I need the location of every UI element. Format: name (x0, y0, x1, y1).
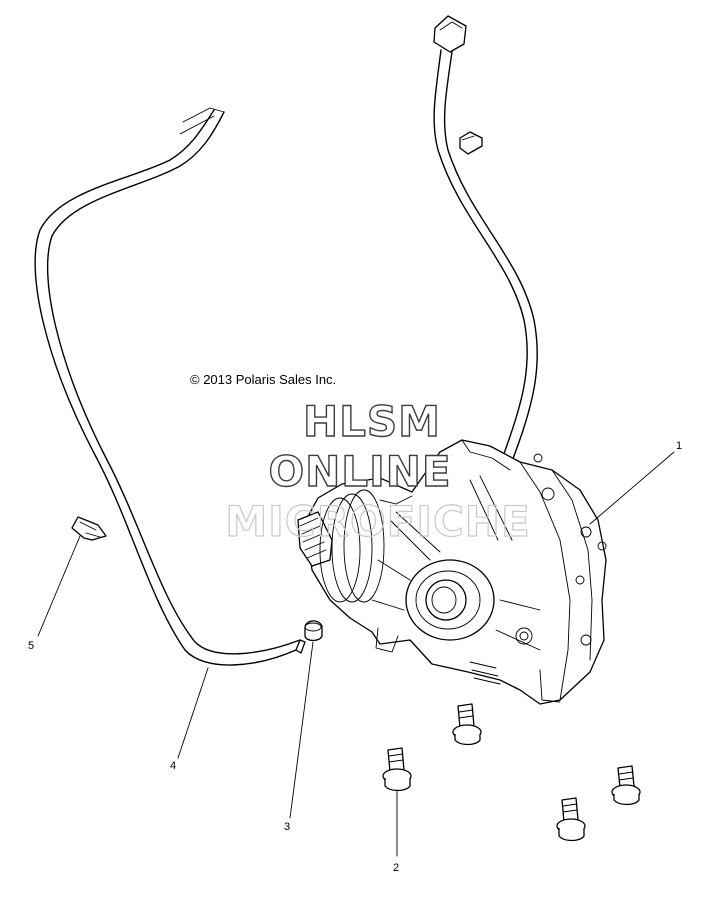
leader-3 (289, 641, 314, 819)
watermark-line-3: MICROFICHE (225, 497, 530, 546)
callout-3: 3 (284, 821, 290, 833)
watermark-line-2: ONLINE (268, 447, 451, 496)
watermark-line-1: HLSM (303, 397, 441, 446)
callout-5: 5 (28, 640, 34, 652)
callout-1: 1 (676, 440, 682, 452)
flange-bolts (382, 703, 641, 842)
hose-clip (71, 516, 107, 541)
bolt (611, 765, 641, 806)
leader-1 (589, 451, 675, 525)
bolt (382, 747, 412, 792)
hose-fitting (304, 620, 323, 642)
leader-4 (177, 667, 209, 759)
callout-4: 4 (170, 760, 176, 772)
leader-lines (37, 451, 675, 857)
vent-hose (34, 107, 306, 666)
bolt (452, 703, 482, 746)
wire-harness (433, 15, 538, 473)
copyright-notice: © 2013 Polaris Sales Inc. (190, 372, 336, 387)
gearcase-assembly (297, 439, 607, 705)
leader-5 (37, 535, 81, 637)
callout-2: 2 (393, 862, 399, 874)
watermark: HLSM ONLINE MICROFICHE (225, 396, 530, 546)
bolt (556, 797, 586, 842)
